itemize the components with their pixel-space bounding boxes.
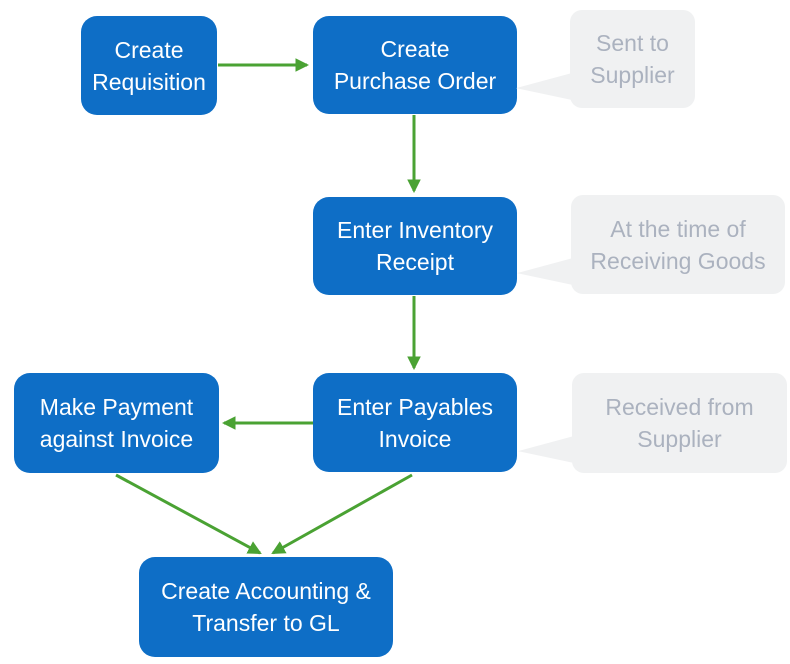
callout-pointer [516,73,572,100]
callout-pointer [518,436,574,463]
callout-sent-to-supplier: Sent to Supplier [516,10,695,108]
node-enter-payables-invoice: Enter Payables Invoice [313,373,517,472]
callout-pointer [517,258,573,285]
callout-label: Received from Supplier [605,394,754,452]
callout-received-from-supplier: Received from Supplier [518,373,787,473]
arrow-payables-invoice-to-accounting [271,473,413,555]
callout-at-time-receiving-goods: At the time of Receiving Goods [517,195,785,294]
node-create-purchase-order: Create Purchase Order [313,16,517,114]
node-label: Enter Payables Invoice [337,393,493,452]
callout-label: At the time of Receiving Goods [590,215,766,274]
node-create-accounting-transfer-gl: Create Accounting & Transfer to GL [139,557,393,657]
callout-label: Sent to Supplier [590,30,675,88]
node-label: Create Purchase Order [333,36,497,94]
node-make-payment-against-invoice: Make Payment against Invoice [14,373,219,473]
node-label: Create Requisition [92,36,206,95]
node-enter-inventory-receipt: Enter Inventory Receipt [313,197,517,295]
node-label: Enter Inventory Receipt [337,217,493,275]
node-create-requisition: Create Requisition [81,16,217,115]
arrow-make-payment-to-accounting [115,473,262,555]
node-label: Make Payment against Invoice [39,394,194,452]
node-label: Create Accounting & Transfer to GL [161,578,371,636]
